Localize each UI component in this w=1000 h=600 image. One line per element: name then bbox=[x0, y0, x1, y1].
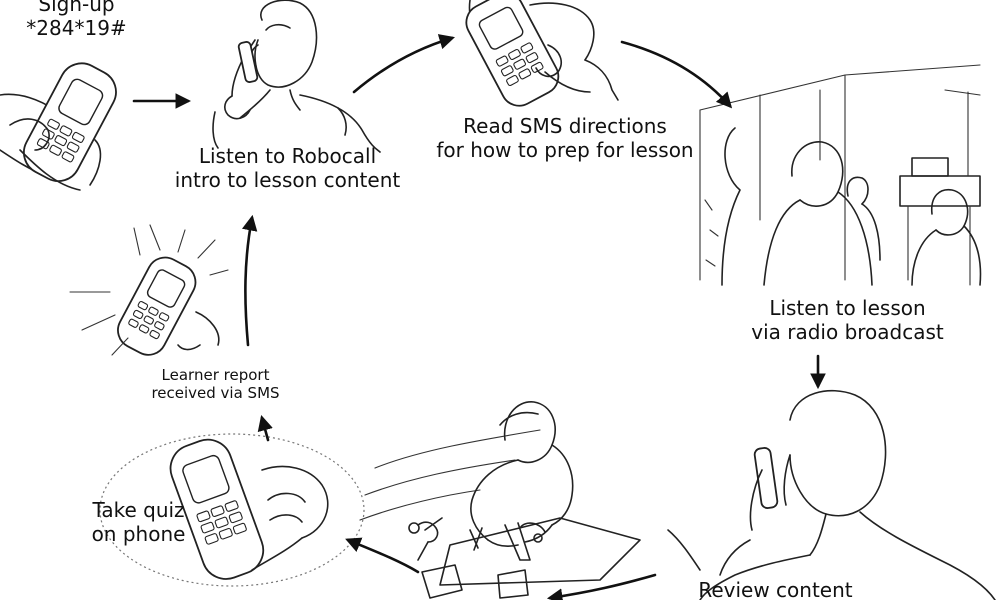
quiz-label: Take quiz on phone bbox=[86, 498, 191, 547]
radio-listeners-illustration bbox=[699, 64, 982, 286]
signup-label: Sign-up *284*19# bbox=[14, 0, 139, 41]
robocall-line-1: Listen to Robocall bbox=[198, 144, 377, 168]
arrow-report-to-robocall bbox=[242, 214, 258, 347]
report-line-2: received via SMS bbox=[151, 384, 280, 403]
study-materials-illustration bbox=[359, 401, 641, 599]
quiz-line-1: Take quiz bbox=[92, 498, 185, 522]
review-person-illustration bbox=[667, 389, 996, 600]
radio-label: Listen to lesson via radio broadcast bbox=[735, 296, 960, 345]
arrow-robocall-to-sms bbox=[352, 34, 455, 94]
report-label: Learner report received via SMS bbox=[128, 366, 303, 403]
signup-title: Sign-up bbox=[38, 0, 115, 16]
sms-line-1: Read SMS directions bbox=[463, 114, 667, 138]
quiz-phone-illustration bbox=[99, 433, 365, 587]
robocall-label: Listen to Robocall intro to lesson conte… bbox=[160, 144, 415, 193]
radio-line-1: Listen to lesson bbox=[769, 296, 926, 320]
sms-line-2: for how to prep for lesson bbox=[436, 138, 694, 163]
radio-line-2: via radio broadcast bbox=[751, 320, 944, 345]
review-line-1: Review content bbox=[698, 578, 853, 600]
quiz-line-2: on phone bbox=[91, 522, 186, 547]
sms-phone-illustration bbox=[465, 0, 619, 107]
signup-phone-illustration bbox=[0, 62, 117, 191]
report-line-1: Learner report bbox=[161, 366, 270, 384]
robocall-line-2: intro to lesson content bbox=[174, 168, 401, 193]
arrow-sms-to-radio bbox=[620, 40, 733, 109]
arrow-study-to-quiz bbox=[345, 537, 420, 574]
cycle-arrows bbox=[132, 34, 826, 600]
report-phone-illustration bbox=[69, 224, 229, 356]
sms-label: Read SMS directions for how to prep for … bbox=[430, 114, 700, 163]
review-label: Review content bbox=[688, 578, 863, 600]
arrow-review-to-study bbox=[546, 573, 657, 600]
arrow-quiz-to-report bbox=[257, 414, 273, 442]
signup-code: *284*19# bbox=[26, 16, 127, 41]
robocall-person-illustration bbox=[212, 0, 381, 153]
